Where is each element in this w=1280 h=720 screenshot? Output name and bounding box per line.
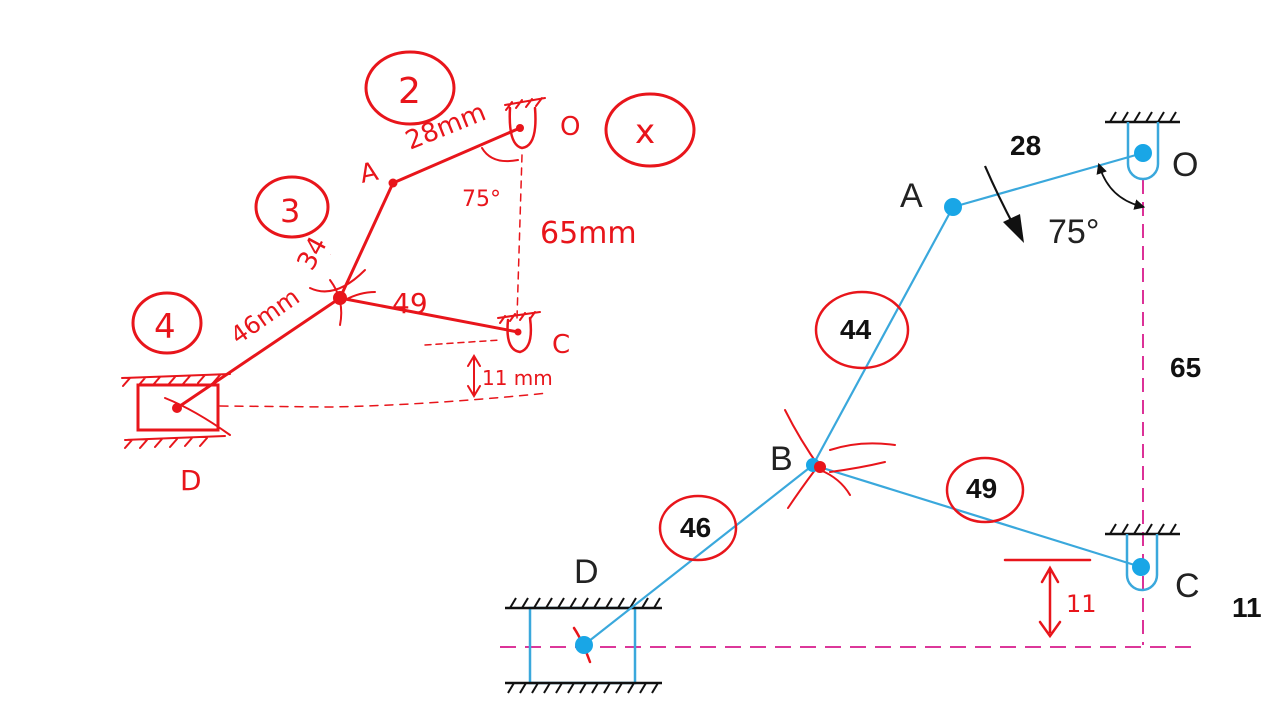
sketch-dim-bc: 49 (392, 287, 428, 320)
slot-c (1125, 534, 1159, 592)
sketch-label-a: A (357, 157, 381, 190)
joint-b-red (814, 461, 826, 473)
sketch-o-support (504, 97, 546, 111)
rotation-arrowhead (1003, 214, 1024, 243)
dim-offset: 11 (1232, 592, 1262, 623)
sketch-link-ab (338, 181, 395, 300)
sketch-offset: 11 mm (482, 366, 553, 390)
label-a: A (900, 177, 923, 215)
label-d: D (574, 553, 599, 591)
angle-value: 75° (1048, 213, 1099, 251)
sketch-c-support (497, 311, 541, 324)
joints (575, 144, 1152, 654)
hand-sketch (121, 50, 696, 449)
sketch-circle-2 (364, 50, 456, 126)
sketch-joint-o (516, 124, 524, 132)
sketch-label-c: C (552, 330, 570, 360)
sketch-link-oa (391, 126, 522, 185)
link-ab (812, 206, 954, 466)
sketch-angle: 75° (462, 187, 501, 212)
sketch-angle-arc (481, 147, 519, 163)
sketch-slider-hatch-top (121, 373, 231, 387)
sketch-slider-block (136, 383, 220, 432)
sketch-joint-c (514, 328, 522, 336)
sketch-offset-arrow (467, 354, 481, 398)
dim-bd: 46 (680, 512, 711, 543)
sketch-frame-label: x (635, 112, 655, 152)
sketch-link-number-3: 3 (280, 192, 300, 230)
label-b: B (770, 440, 793, 478)
sketch-link-number-2: 2 (398, 71, 421, 112)
sketch-joints (172, 124, 524, 413)
sketch-c-slot (506, 316, 533, 354)
sketch-dash-horizontal (219, 392, 549, 408)
sketch-label-b: B (330, 254, 331, 256)
sketch-label-o: O (560, 112, 580, 142)
sketch-o-slot (508, 106, 537, 150)
sketch-link-bd (175, 296, 342, 410)
label-c: C (1175, 567, 1200, 605)
sketch-circle-4 (131, 291, 203, 355)
circle-46 (658, 494, 738, 562)
sketch-label-d: D (180, 464, 202, 497)
dim-oa: 28 (1010, 130, 1041, 161)
sketch-joint-b (333, 291, 347, 305)
sketch-dash-c-level (424, 339, 501, 346)
angle-arc (1096, 162, 1146, 210)
link-bc (812, 463, 1142, 569)
slider-hatch-top (509, 597, 661, 609)
ground-c-hatch (1109, 523, 1177, 535)
dim-bc: 49 (966, 473, 997, 504)
joint-a (944, 198, 962, 216)
sketch-dim-ab: 34 (292, 232, 334, 275)
sketch-dash-vertical (516, 154, 523, 319)
dim-ab: 44 (840, 314, 872, 345)
label-o: O (1172, 146, 1198, 184)
joint-o (1134, 144, 1152, 162)
circle-49 (945, 456, 1025, 524)
sketch-height: 65mm (540, 216, 637, 251)
sketch-circle-3 (254, 175, 330, 239)
link-bd (583, 464, 814, 646)
b-scribble (784, 409, 896, 509)
link-oa (952, 151, 1144, 209)
sketch-dim-bd: 46mm (225, 283, 304, 350)
sketch-circle-x (604, 92, 696, 168)
sketch-joint-d (172, 403, 182, 413)
circle-44 (814, 290, 910, 370)
dim-offset-handwritten: 11 (1066, 590, 1097, 618)
joint-d (575, 636, 593, 654)
slider-hatch-bottom (507, 682, 659, 694)
printed-diagram: O A B C D 75° 28 44 49 46 65 11 11 (500, 111, 1262, 694)
sketch-text: 2 3 4 x 28mm A O 34 B 46mm 49 75° 65mm C… (154, 71, 655, 497)
red-annotations (572, 290, 1092, 664)
ground-o-hatch (1109, 111, 1177, 123)
sketch-slider-hatch-bottom (124, 435, 226, 449)
sketch-joint-a (388, 178, 398, 188)
dim-height: 65 (1170, 352, 1201, 383)
offset-arrow (1038, 565, 1062, 639)
sketch-link-number-4: 4 (154, 307, 176, 347)
sketch-d-scribble (164, 397, 231, 436)
sketch-link-bc (338, 296, 520, 334)
joint-c (1132, 558, 1150, 576)
